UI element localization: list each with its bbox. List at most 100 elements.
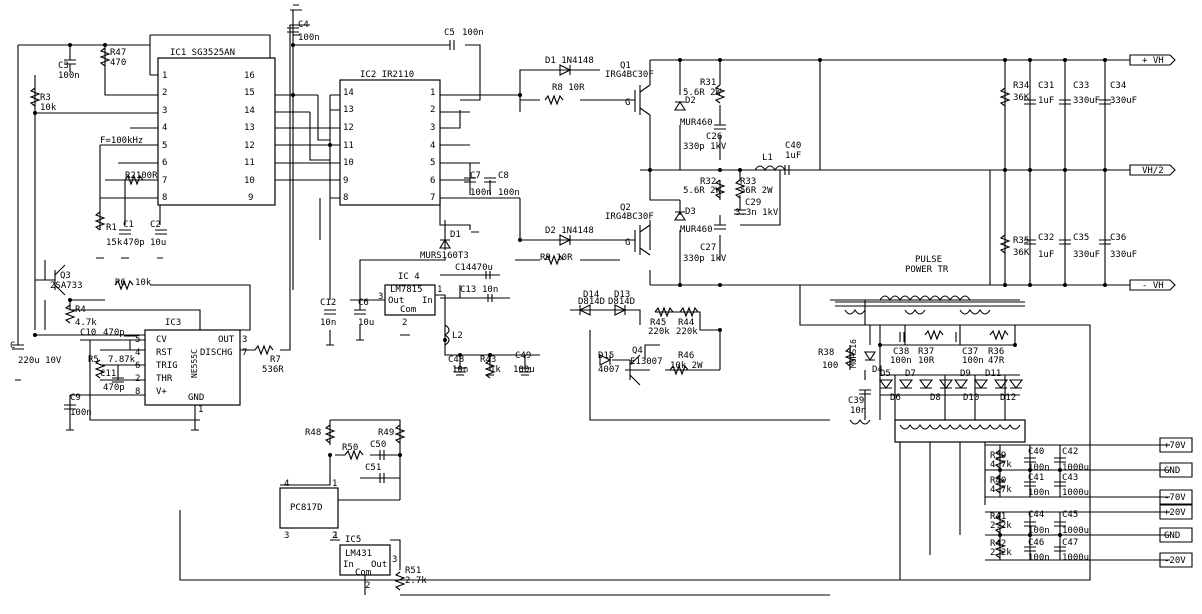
label: R46 xyxy=(678,351,694,361)
pin: 14 xyxy=(244,106,255,116)
terminal-p70: +70V xyxy=(1164,441,1186,451)
pin: 12 xyxy=(343,123,354,133)
label: C40 xyxy=(785,141,801,151)
pin: 9 xyxy=(248,193,253,203)
output-terminals xyxy=(1129,54,1193,568)
label: D14 xyxy=(583,290,599,300)
label: D10 xyxy=(963,393,979,403)
label: D5 xyxy=(880,369,891,379)
opto-title: PC817D xyxy=(290,503,323,513)
terminal-gnd1: GND xyxy=(1164,466,1180,476)
label: 100n xyxy=(1028,553,1050,563)
label: 330uF xyxy=(1110,96,1137,106)
pin: 3 xyxy=(378,292,383,302)
label: MURS160T3 xyxy=(420,251,469,261)
label: C48 xyxy=(448,355,464,365)
pin: 2 xyxy=(402,318,407,328)
ic3-chip-label: NE555C xyxy=(190,349,199,378)
pin: 6 xyxy=(162,158,167,168)
label: D8 xyxy=(930,393,941,403)
label: 36K xyxy=(1013,248,1030,258)
label: G xyxy=(625,98,630,108)
label: R49 xyxy=(378,428,394,438)
ic5-com-label: Com xyxy=(355,568,371,578)
label: 2.2k xyxy=(990,521,1012,531)
pin: 1 xyxy=(437,285,442,295)
label: C7 xyxy=(470,171,481,181)
transformer-secondary-box xyxy=(894,419,1026,443)
pin: 1 xyxy=(430,88,435,98)
junction-dots xyxy=(33,43,1107,537)
pin: 16 xyxy=(244,71,255,81)
label: 1000u xyxy=(1062,553,1089,563)
label: C11 xyxy=(100,369,116,379)
pin: 8 xyxy=(162,193,167,203)
opto-box xyxy=(279,487,339,529)
pin: 4 xyxy=(430,141,435,151)
label: R2100R xyxy=(125,171,158,181)
label: D12 xyxy=(1000,393,1016,403)
label: 100 xyxy=(822,361,838,371)
ic1-right-pins: 16 15 14 13 12 11 10 9 xyxy=(244,71,255,203)
terminal-m70: -70V xyxy=(1164,493,1186,503)
label: 2.7k xyxy=(405,576,427,586)
label: D13 xyxy=(614,290,630,300)
label: 100n xyxy=(462,28,484,38)
pin: 13 xyxy=(343,105,354,115)
label: 3.3n 1kV xyxy=(735,208,779,218)
pin-label: V+ xyxy=(156,387,167,397)
label: C xyxy=(10,341,15,351)
label: D1 1N4148 xyxy=(545,56,594,66)
pin: 10 xyxy=(343,158,354,168)
label: L2 xyxy=(452,331,463,341)
pin: 1 xyxy=(333,531,338,541)
label: Q1 xyxy=(620,61,631,71)
label: C5 xyxy=(444,28,455,38)
label: 1000u xyxy=(1062,526,1089,536)
ic5-out-label: Out xyxy=(371,560,387,570)
transformer-label-2: POWER TR xyxy=(905,265,949,275)
label: 36K xyxy=(1013,93,1030,103)
label: 10k xyxy=(135,278,152,288)
label: R43 xyxy=(480,355,496,365)
label: 100n xyxy=(70,408,92,418)
label: D3 xyxy=(685,207,696,217)
ic1-left-pins: 1 2 3 4 5 6 7 8 xyxy=(162,71,167,203)
label: C34 xyxy=(1110,81,1126,91)
label: 2.2k xyxy=(990,548,1012,558)
terminal-vh-pos: + VH xyxy=(1142,56,1164,66)
ic4-com-label: Com xyxy=(400,305,416,315)
label: 1uF xyxy=(1038,96,1054,106)
label: C51 xyxy=(365,463,381,473)
label: C26 xyxy=(706,132,722,142)
label: C50 xyxy=(370,440,386,450)
label: 4007 xyxy=(598,365,620,375)
pin: 4 xyxy=(162,123,167,133)
label: 56R 2W xyxy=(740,186,773,196)
label: D11 xyxy=(985,369,1001,379)
label: MUR460 xyxy=(680,118,713,128)
pin: 5 xyxy=(162,141,167,151)
label: 100n xyxy=(498,188,520,198)
label: R41 xyxy=(990,512,1006,522)
inductor-symbols xyxy=(443,165,1025,430)
pin: 7 xyxy=(242,348,247,358)
label: C6 xyxy=(358,298,369,308)
label: D15 xyxy=(598,351,614,361)
ic4-out-label: Out xyxy=(388,296,404,306)
label: R34 xyxy=(1013,81,1029,91)
pin: 2 xyxy=(162,88,167,98)
label: R3 xyxy=(40,93,51,103)
pin: 8 xyxy=(135,387,140,397)
label: D9 xyxy=(960,369,971,379)
label: R48 xyxy=(305,428,321,438)
pin: 6 xyxy=(135,361,140,371)
pin: 11 xyxy=(343,141,354,151)
pin: 5 xyxy=(430,158,435,168)
pin: 7 xyxy=(430,193,435,203)
label: 100n xyxy=(1028,488,1050,498)
label: C47 xyxy=(1062,538,1078,548)
ic2-title: IC2 IR2110 xyxy=(360,70,414,80)
pin: 7 xyxy=(162,176,167,186)
